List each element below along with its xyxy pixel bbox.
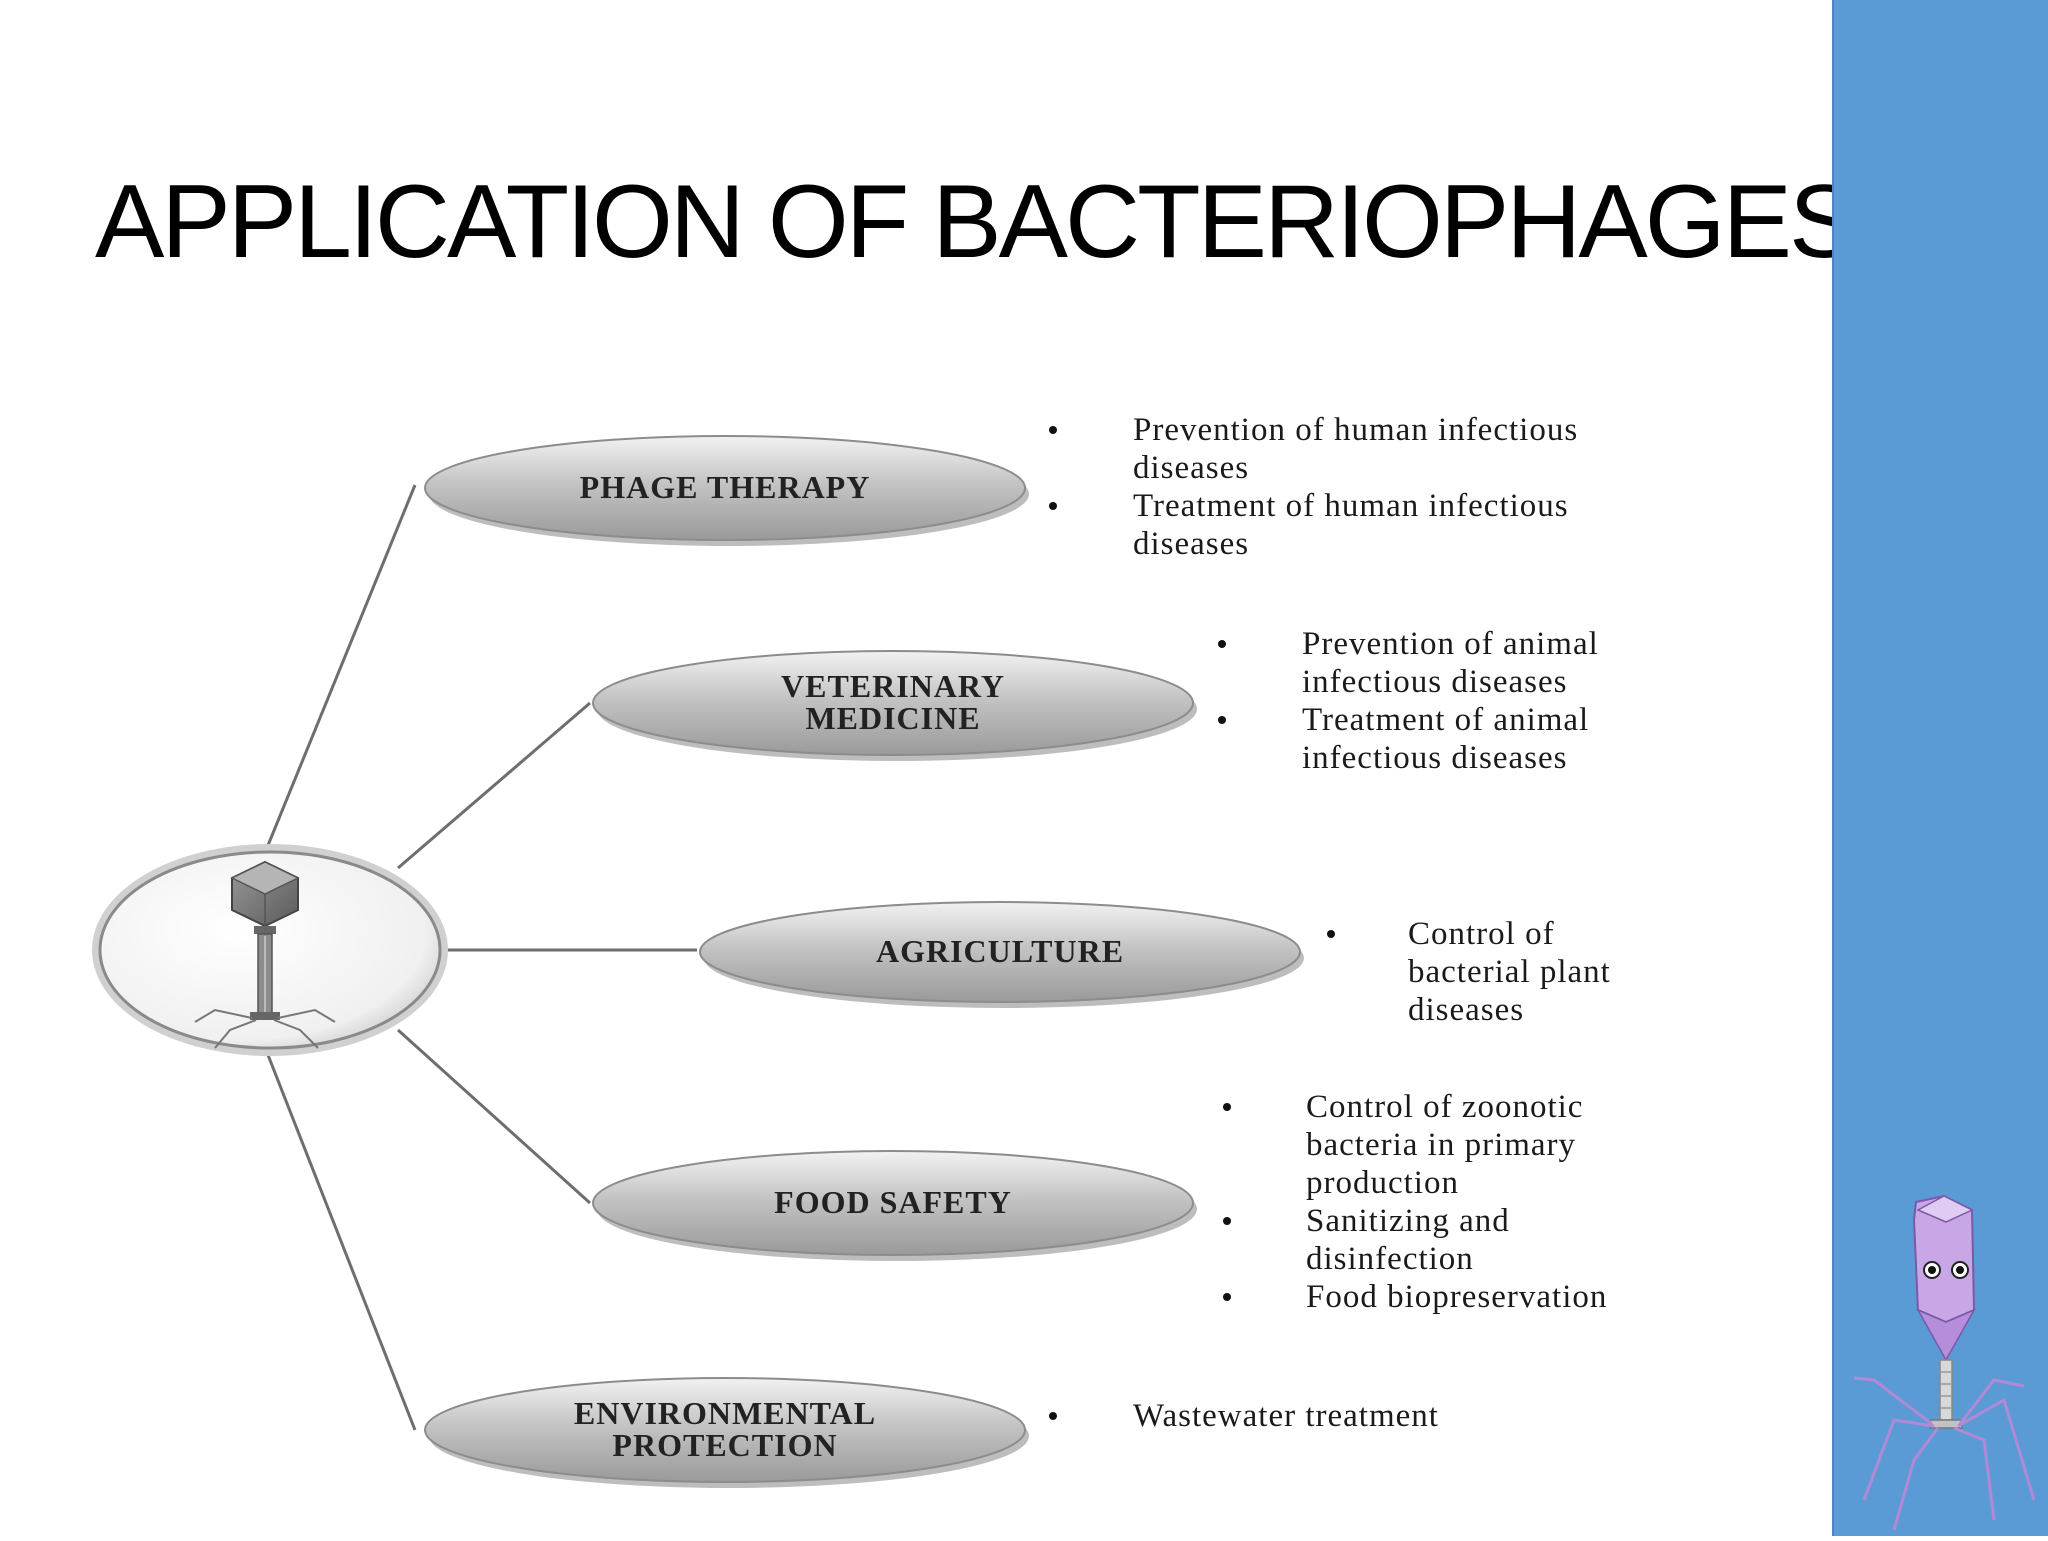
bullet-dot — [1223, 1293, 1231, 1301]
bullet-text: Food biopreservation — [1306, 1279, 1607, 1315]
connector-lines — [260, 484, 697, 1431]
category-label: AGRICULTURE — [876, 933, 1124, 969]
connector-line — [260, 484, 417, 861]
category-pill — [592, 1150, 1194, 1256]
bullet-text: diseases — [1133, 450, 1249, 486]
bullet-dot — [1049, 1412, 1057, 1420]
bacteriophage-mascot-icon — [1853, 1194, 2036, 1531]
category-pill — [592, 650, 1194, 756]
bacteriophage-icon — [92, 844, 448, 1056]
category-pill — [424, 1377, 1026, 1483]
bullet-dot — [1223, 1103, 1231, 1111]
bullet-text: Control of — [1408, 916, 1555, 952]
category-label: PROTECTION — [612, 1427, 837, 1463]
bullet-text: production — [1306, 1165, 1459, 1201]
bullet-text: Control of zoonotic — [1306, 1089, 1583, 1125]
branch-0: PHAGE THERAPY Prevention of human infecti… — [424, 412, 1578, 562]
category-pill — [699, 901, 1301, 1003]
connector-line — [396, 1028, 592, 1205]
bullet-dot — [1049, 502, 1057, 510]
category-label: ENVIRONMENTAL — [574, 1395, 876, 1431]
bullet-text: bacterial plant — [1408, 954, 1611, 990]
bullet-dot — [1218, 716, 1226, 724]
category-label: VETERINARY — [781, 668, 1005, 704]
bullet-dot — [1049, 426, 1057, 434]
category-pill — [424, 435, 1026, 541]
category-label: PHAGE THERAPY — [580, 469, 871, 505]
bullet-text: disinfection — [1306, 1241, 1474, 1277]
bullet-text: Sanitizing and — [1306, 1203, 1510, 1239]
connector-line — [266, 1054, 417, 1431]
bullet-text: Wastewater treatment — [1133, 1398, 1439, 1434]
bullet-dot — [1218, 640, 1226, 648]
bullet-text: Treatment of human infectious — [1133, 488, 1569, 524]
connector-line — [397, 701, 591, 870]
bullet-dot — [1223, 1217, 1231, 1225]
bullet-text: diseases — [1133, 526, 1249, 562]
applications-diagram: PHAGE THERAPY Prevention of human infecti… — [92, 412, 1611, 1488]
bullet-text: Prevention of animal — [1302, 626, 1599, 662]
bullet-text: bacteria in primary — [1306, 1127, 1576, 1163]
bullet-text: diseases — [1408, 992, 1524, 1028]
category-label: FOOD SAFETY — [774, 1184, 1012, 1220]
bullet-text: infectious diseases — [1302, 664, 1568, 700]
bullet-text: Prevention of human infectious — [1133, 412, 1578, 448]
bullet-text: infectious diseases — [1302, 740, 1568, 776]
side-panel — [1832, 0, 2048, 1536]
slide-title: APPLICATION OF BACTERIOPHAGES — [95, 164, 1858, 280]
bullet-text: Treatment of animal — [1302, 702, 1589, 738]
bullet-dot — [1327, 930, 1335, 938]
category-label: MEDICINE — [805, 700, 980, 736]
